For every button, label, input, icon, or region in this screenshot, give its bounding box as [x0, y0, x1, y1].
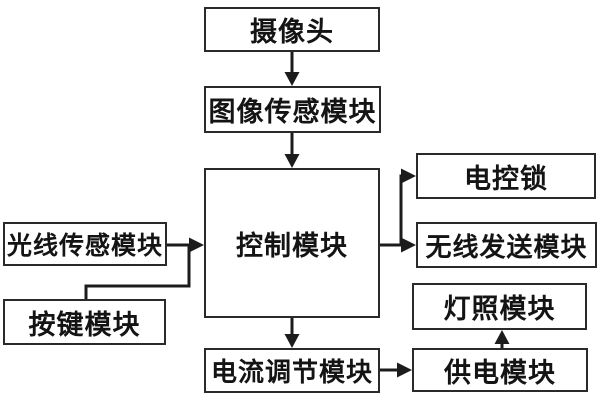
edge-control-electric-lock-arrowhead [401, 168, 416, 184]
node-current-regulator: 电流调节模块 [204, 348, 380, 393]
edge-control-electric-lock-line [399, 174, 404, 245]
node-wireless-transmit: 无线发送模块 [416, 222, 597, 268]
node-image-sensor: 图像传感模块 [204, 86, 381, 133]
node-camera: 摄像头 [204, 7, 380, 52]
edge-camera-image-sensor-arrowhead [284, 72, 300, 86]
node-electric-lock: 电控锁 [416, 153, 596, 199]
node-lighting: 灯照模块 [412, 283, 587, 330]
edge-light-sensor-control-arrowhead [189, 237, 204, 253]
node-power-supply: 供电模块 [412, 348, 588, 392]
node-key-button: 按键模块 [3, 299, 166, 345]
edge-power-lighting-arrowhead [494, 330, 510, 344]
edge-key-button-control-line [84, 245, 191, 299]
edge-control-current-arrowhead [284, 334, 300, 348]
edge-control-wireless-arrowhead [401, 237, 416, 253]
node-light-sensor: 光线传感模块 [3, 222, 167, 266]
edge-image-sensor-control-arrowhead [284, 154, 300, 168]
edge-current-power-arrowhead [397, 362, 412, 378]
node-control-module: 控制模块 [204, 168, 380, 318]
